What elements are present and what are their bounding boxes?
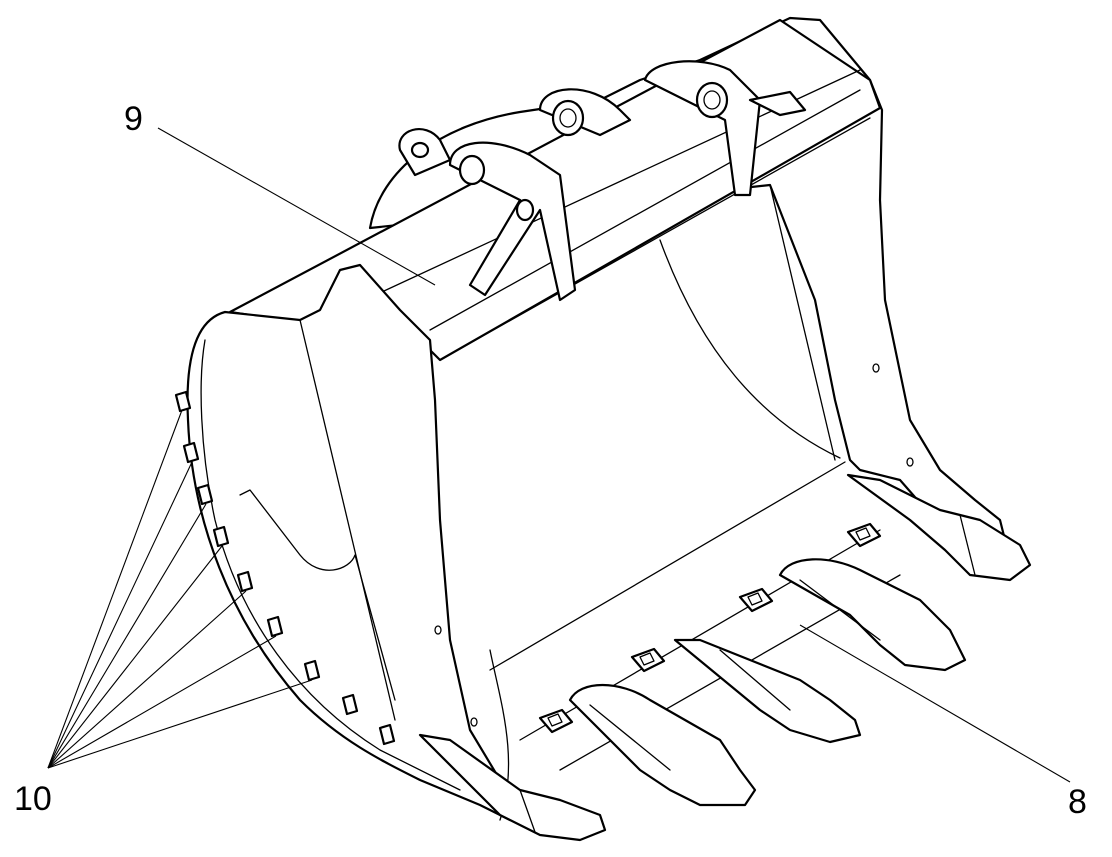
callout-label-9: 9 [124,100,143,138]
side-wear-strips [174,390,396,746]
leader-line-10g [47,679,313,769]
bucket-teeth [418,473,1032,842]
leader-lines [47,127,1071,783]
right-side-plate [434,184,914,727]
leader-line-10d [47,545,223,769]
leader-line-8 [799,624,1071,783]
tooth-1 [418,733,607,842]
leader-line-10f [47,635,277,769]
leader-line-10b [47,461,193,769]
callout-label-8: 8 [1068,783,1087,821]
adapter-locks [538,522,882,734]
leader-line-10e [47,590,247,769]
left-side-plate [186,263,522,822]
tooth-3 [673,638,862,744]
leader-line-10c [47,503,207,769]
tooth-4 [778,558,967,672]
callout-label-10: 10 [14,780,52,818]
leader-line-9 [157,127,436,286]
tooth-5 [846,473,1032,582]
tooth-2 [568,683,757,807]
leader-line-10a [47,409,183,769]
mounting-lugs [398,60,807,302]
